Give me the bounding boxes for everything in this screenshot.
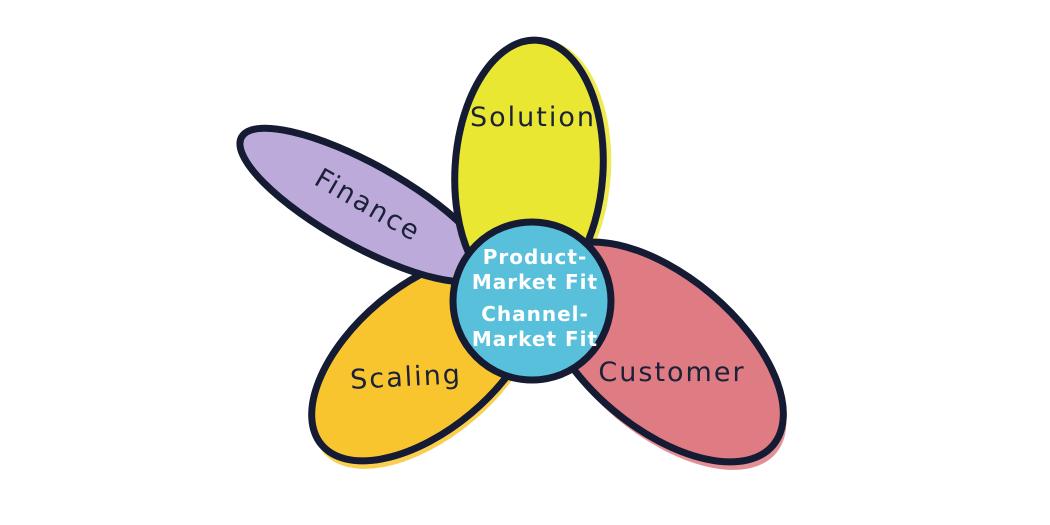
center-label-line-1: Product- [483,245,588,269]
center-label-line-3: Channel- [481,302,589,326]
customer-label: Customer [598,357,745,388]
scaling-label: Scaling [349,359,462,396]
center-label-line-2: Market Fit [472,270,598,294]
center-label-group: Product- Market Fit Channel- Market Fit [472,245,598,351]
center-circle-shape [449,218,615,384]
solution-label: Solution [470,102,596,133]
center-label-line-4: Market Fit [472,327,598,351]
